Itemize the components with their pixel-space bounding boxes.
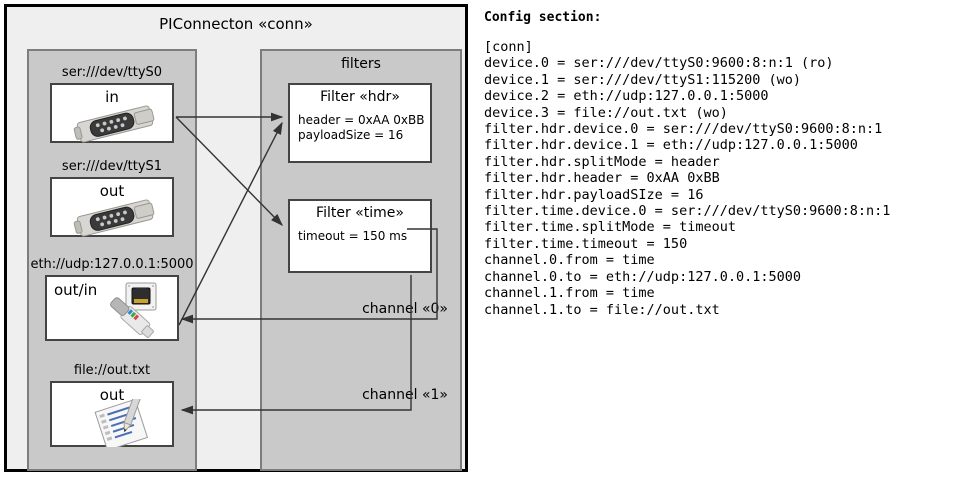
filter-box-hdr[interactable]: Filter «hdr» header = 0xAA 0xBB payloadS…	[288, 83, 432, 163]
device-box-file[interactable]: out	[50, 381, 174, 447]
diagram-title: PIConnecton «conn»	[159, 15, 313, 33]
device-group-file: file://out.txt out	[29, 363, 195, 447]
config-line: channel.1.to = file://out.txt	[484, 301, 720, 318]
connector-frame: PIConnecton «conn» ser:///dev/ttyS0 in	[4, 4, 468, 472]
device-direction-file: out	[99, 386, 125, 404]
config-line: device.0 = ser:///dev/ttyS0:9600:8:n:1 (…	[484, 55, 834, 72]
config-text: [conn]device.0 = ser:///dev/ttyS0:9600:8…	[484, 39, 960, 318]
filter-box-time[interactable]: Filter «time» timeout = 150 ms	[288, 199, 432, 273]
network-plug-icon	[110, 282, 157, 338]
device-group-eth: eth://udp:127.0.0.1:5000 out/in	[29, 257, 195, 341]
config-line: device.2 = eth://udp:127.0.0.1:5000	[484, 88, 769, 105]
config-line: filter.hdr.device.1 = eth://udp:127.0.0.…	[484, 137, 858, 154]
filters-panel: filters Filter «hdr» header = 0xAA 0xBB …	[260, 49, 462, 471]
config-line: channel.0.from = time	[484, 252, 655, 269]
filter-prop-hdr-header: header = 0xAA 0xBB	[298, 113, 425, 127]
filter-prop-time-timeout: timeout = 150 ms	[298, 229, 408, 243]
config-line: [conn]	[484, 39, 533, 55]
config-line: filter.hdr.payloadSIze = 16	[484, 186, 704, 203]
serial-port-icon	[73, 105, 155, 143]
device-label-ttyS0: ser:///dev/ttyS0	[61, 65, 163, 80]
filters-panel-title: filters	[341, 56, 381, 72]
config-line: filter.hdr.device.0 = ser:///dev/ttyS0:9…	[484, 121, 883, 138]
config-line: channel.0.to = eth://udp:127.0.0.1:5000	[484, 268, 801, 285]
filter-prop-hdr-payload: payloadSize = 16	[298, 128, 404, 142]
config-section: Config section: [conn]device.0 = ser:///…	[482, 6, 960, 478]
devices-panel: ser:///dev/ttyS0 in	[27, 49, 197, 471]
device-group-ttyS1: ser:///dev/ttyS1 out	[29, 159, 195, 237]
device-direction-ttyS0: in	[105, 88, 119, 106]
config-heading: Config section:	[484, 10, 602, 25]
config-line: filter.time.splitMode = timeout	[484, 219, 736, 236]
filter-title-hdr: Filter «hdr»	[320, 89, 400, 105]
device-box-ttyS0[interactable]: in	[50, 83, 174, 143]
device-direction-eth: out/in	[54, 281, 98, 299]
config-line: device.1 = ser:///dev/ttyS1:115200 (wo)	[484, 71, 801, 88]
device-box-eth[interactable]: out/in	[45, 275, 179, 341]
config-line: filter.hdr.header = 0xAA 0xBB	[484, 170, 720, 187]
device-label-ttyS1: ser:///dev/ttyS1	[61, 159, 163, 174]
filter-title-time: Filter «time»	[316, 205, 404, 221]
text-file-icon	[94, 399, 149, 447]
device-label-eth: eth://udp:127.0.0.1:5000	[30, 257, 194, 272]
device-box-ttyS1[interactable]: out	[50, 177, 174, 237]
config-line: device.3 = file://out.txt (wo)	[484, 104, 728, 121]
config-line: filter.time.timeout = 150	[484, 235, 688, 252]
device-label-file: file://out.txt	[73, 363, 151, 378]
config-line: filter.time.device.0 = ser:///dev/ttyS0:…	[484, 203, 891, 220]
config-line: filter.hdr.splitMode = header	[484, 153, 720, 170]
device-direction-ttyS1: out	[99, 182, 125, 200]
device-group-ttyS0: ser:///dev/ttyS0 in	[29, 65, 195, 143]
channel-label-1: channel «1»	[362, 387, 448, 403]
channel-label-0: channel «0»	[362, 301, 448, 317]
serial-port-icon	[73, 199, 155, 237]
config-line: channel.1.from = time	[484, 285, 655, 302]
